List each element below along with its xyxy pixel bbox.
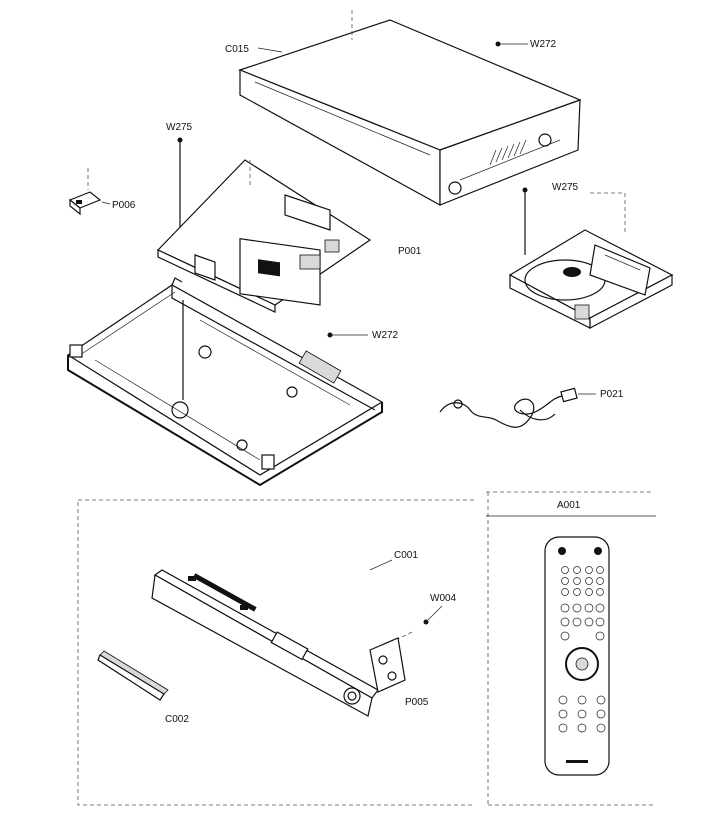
label-front-panel: C001 [394, 550, 418, 561]
chassis[interactable] [66, 277, 384, 487]
label-power-cable: P021 [600, 389, 624, 400]
label-bracket: P006 [112, 200, 136, 211]
label-top-cover: C015 [225, 44, 249, 55]
cover-screw [495, 41, 528, 47]
deck-screw [522, 187, 626, 255]
label-front-pcb: P005 [405, 697, 429, 708]
chassis-screw [327, 332, 368, 338]
label-door: C002 [165, 714, 189, 725]
front-screw [395, 605, 443, 641]
main-pcb[interactable] [156, 159, 372, 313]
label-front-screw: W004 [430, 593, 457, 604]
label-deck-screw: W275 [552, 182, 579, 193]
remote-control[interactable] [544, 536, 610, 776]
pcb-screw [177, 137, 183, 235]
remote-frame [486, 491, 656, 806]
front-pcb[interactable] [369, 637, 406, 693]
power-cable[interactable] [439, 387, 578, 428]
dvd-loader[interactable] [508, 229, 674, 329]
front-panel[interactable] [151, 569, 379, 717]
label-pcb-screw: W275 [166, 122, 193, 133]
top-cover[interactable] [238, 10, 582, 207]
front-panel-frame [77, 499, 476, 806]
label-chassis-screw: W272 [372, 330, 399, 341]
label-main-pcb: P001 [398, 246, 422, 257]
label-cover-screw: W272 [530, 39, 557, 50]
disc-door[interactable] [97, 650, 169, 701]
label-remote: A001 [557, 500, 581, 511]
bracket[interactable] [68, 168, 102, 216]
